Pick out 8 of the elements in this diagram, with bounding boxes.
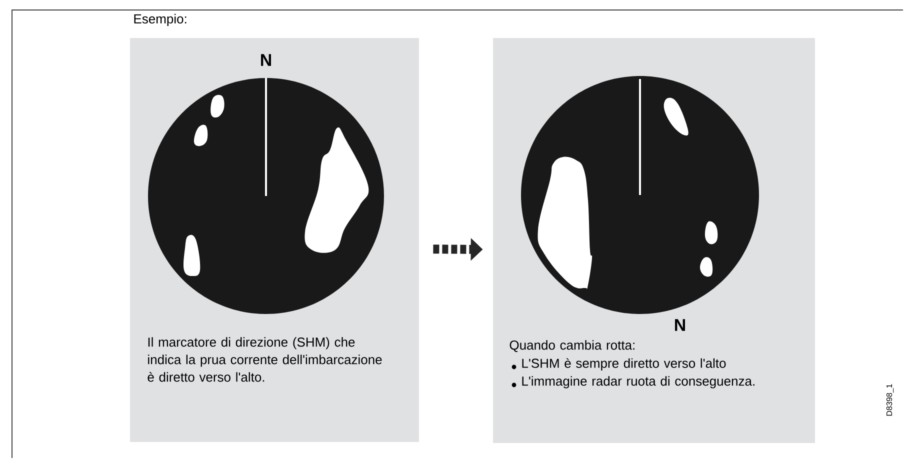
description-text: Il marcatore di direzione (SHM) che indica la prua corrente dell'imbarcazione è diretto verso l'alto. xyxy=(148,337,382,382)
heading: Esempio: xyxy=(134,14,186,26)
figure-code: D8398_1 xyxy=(886,384,894,416)
list-item: L'immagine radar ruota di conseguenza. xyxy=(522,376,754,388)
north-marker: N xyxy=(261,54,271,66)
list-item: L'SHM è sempre diretto verso l'alto xyxy=(522,358,726,370)
description-text: Quando cambia rotta: xyxy=(510,340,634,352)
north-marker: N xyxy=(675,319,685,331)
